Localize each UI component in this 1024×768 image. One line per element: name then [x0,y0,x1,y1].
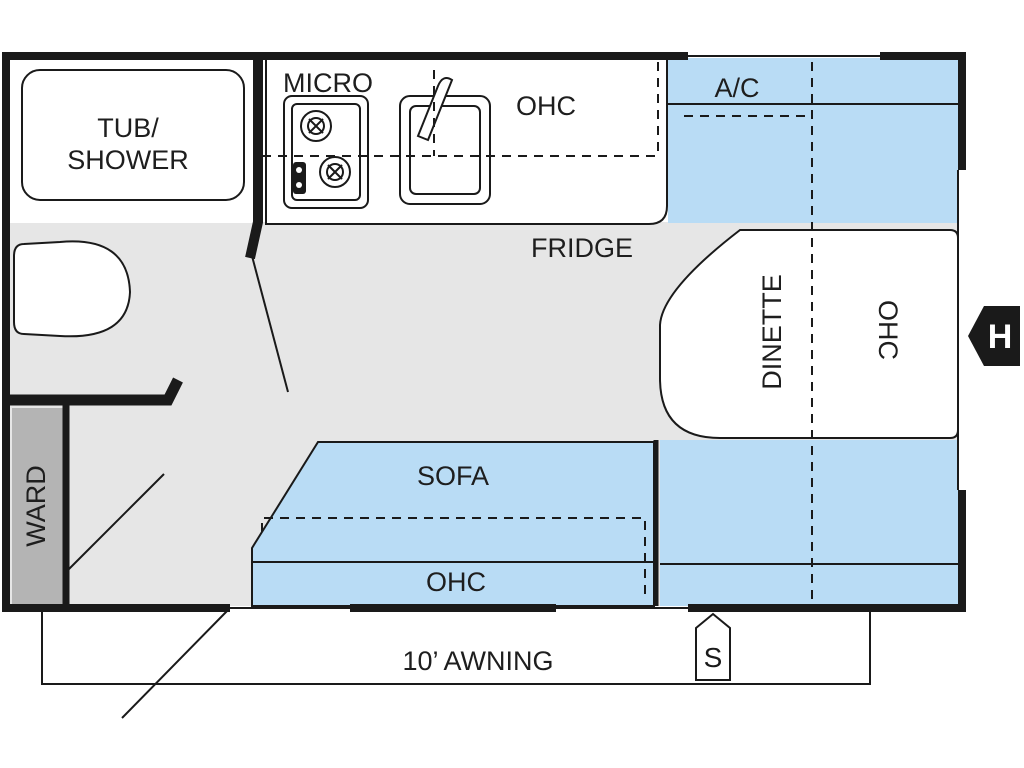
s-marker-icon [695,612,731,681]
wardrobe [12,408,64,604]
toilet [13,240,132,338]
dinette-table [659,229,959,439]
sofa-ohc-label: OHC [426,567,486,597]
sink [399,95,491,205]
awning-label: 10’ AWNING [402,646,553,676]
tub-shower-label-line1: TUB/ [97,113,159,143]
tub-shower [21,69,245,201]
sofa-label: SOFA [417,461,489,491]
awning [41,612,871,685]
h-marker-icon [968,306,1020,366]
front-bed-lower [660,440,958,606]
ward-label: WARD [21,465,51,547]
burner-icon [300,110,332,142]
stove-knob-icon [293,162,306,194]
kitchen-ohc-label: OHC [516,91,576,121]
tub-shower-label-line2: SHOWER [67,145,189,175]
fridge-label: FRIDGE [531,233,633,263]
s-marker-label: S [704,642,723,673]
front-ohc-label: OHC [873,300,903,360]
dinette-label: DINETTE [757,274,787,390]
h-marker-label: H [988,318,1013,356]
ac-label: A/C [714,73,759,103]
micro-label: MICRO [283,68,373,98]
